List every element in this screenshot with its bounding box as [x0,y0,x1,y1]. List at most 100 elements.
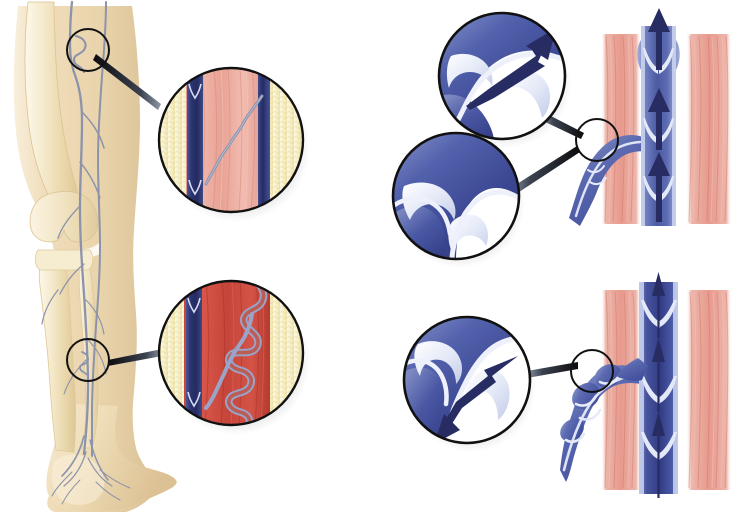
valve-cusp [643,176,658,202]
callout-leader-lines-incompetent [527,362,578,378]
vein-branch [63,359,87,395]
valve-cusp [659,48,674,74]
closed-valve-closeup [391,131,525,268]
valve-cusp [643,118,658,144]
heel-highlight [52,454,105,505]
vein-wall-right [673,282,678,494]
valve-cusp [659,118,674,144]
normal-vein-magnified-inset [157,66,310,222]
flow-arrow-through-open-valve [466,32,552,110]
flow-arrow-up [648,88,670,150]
vein-branch [61,435,85,477]
incompetent-valve-diagram [560,272,732,498]
inset-border-open-valve [437,11,567,141]
inset-border-closed-valve [391,131,521,261]
damaged-valve-leaflet-lower [465,369,510,420]
valve-cusps-competent [643,48,674,202]
flow-arrow-thin-head [652,272,665,296]
vein-branch [89,439,109,481]
inset-border-normal-vein [157,66,305,214]
accessory-saphenous-vein [91,1,107,457]
muscle-tissue-left [601,290,641,490]
perforator-wall-highlight [574,140,642,218]
valve-cusp-failing [658,432,677,460]
vein-branch [51,471,73,497]
vein-wall-left [639,282,644,494]
muscle-tissue-left [601,34,641,224]
valve-cusp-failing [641,376,660,404]
flow-arrow-thin-head [652,412,665,436]
valve-cusp [188,179,202,196]
perforator-vein-healthy [569,135,650,226]
leg-anatomy-illustration [13,0,177,512]
valve-cusp-failing [641,432,660,460]
flow-arrow-up [648,152,670,222]
vein-branch [41,289,59,325]
perforator-junction [616,358,648,381]
valve-cusp-failing [658,300,677,328]
tortuous-vein-segment [72,34,87,74]
leader-line-damaged-valve [527,362,578,378]
valve-cusp [643,48,658,74]
great-saphenous-vein [68,0,90,456]
valve-cusp-failing [641,300,660,328]
normal-deep-vein-secondary [258,68,270,212]
damaged-valve-leaflet-upper [414,341,462,384]
vessel-rim-highlight-left [393,196,453,237]
reflux-arrow-through-damaged-valve [442,356,518,430]
vein-branch [81,111,105,149]
vein-dilation-bulge [572,382,600,410]
vessel-rim-highlight [449,189,519,259]
muscle-striations-light [608,35,725,223]
valve-cusp [187,297,201,314]
flow-arrow-head [526,28,556,60]
blood-flow-arrows-normal [648,8,670,222]
vessel-rim-highlight-left [404,358,449,407]
varicose-vein-magnified-inset [157,279,310,435]
callout-marker-normal-vein [66,28,110,72]
vein-wall-right [672,26,676,226]
tibia-plateau [34,249,94,271]
valve-cusp [188,83,202,100]
inset-border-varicose-vein [157,279,305,427]
vein-branch [79,161,101,199]
tibia-bone [38,251,76,453]
vein-branch [85,299,105,335]
leader-line-varicose-vein [108,349,162,366]
vein-branch [57,205,81,239]
vein-branch [99,469,131,489]
vein-branch [95,481,121,501]
inset-border-damaged-valve [402,315,532,445]
damaged-valve-closeup [402,315,536,452]
vein-branch [61,479,81,505]
leader-line-normal-vein [93,54,161,110]
callout-leader-lines-left [66,28,162,382]
valve-cusp [187,391,201,408]
callout-marker-varicose-vein [66,338,110,382]
valve-cusp-failing [658,376,677,404]
valve-cusps-incompetent [641,300,677,460]
muscle-striations [604,35,729,223]
vein-branch [87,457,113,487]
leader-line-closed-valve [509,146,580,196]
callout-marker-incompetent-valve [570,349,614,393]
blood-flow-arrows-reflux [652,272,665,498]
callout-marker-healthy-valve [575,118,619,162]
venous-network [41,0,131,505]
open-valve-closeup [437,11,571,148]
flow-arrow-thin-head [652,338,665,362]
normal-deep-vein [187,68,203,212]
perforator-valve-hint [587,165,607,186]
varicose-vein-segment [79,351,89,377]
vein-wall-left [641,26,645,226]
varicose-feeder-branch [204,312,254,410]
varicose-superficial-vein-lumen [226,281,266,425]
vein-branch [59,263,85,295]
competent-valve-diagram [569,8,732,226]
valve-cusp [659,176,674,202]
normal-superficial-vein-highlight [205,95,263,185]
flow-arrow-up [648,8,670,70]
varicose-inset-deep-vein [186,281,202,425]
